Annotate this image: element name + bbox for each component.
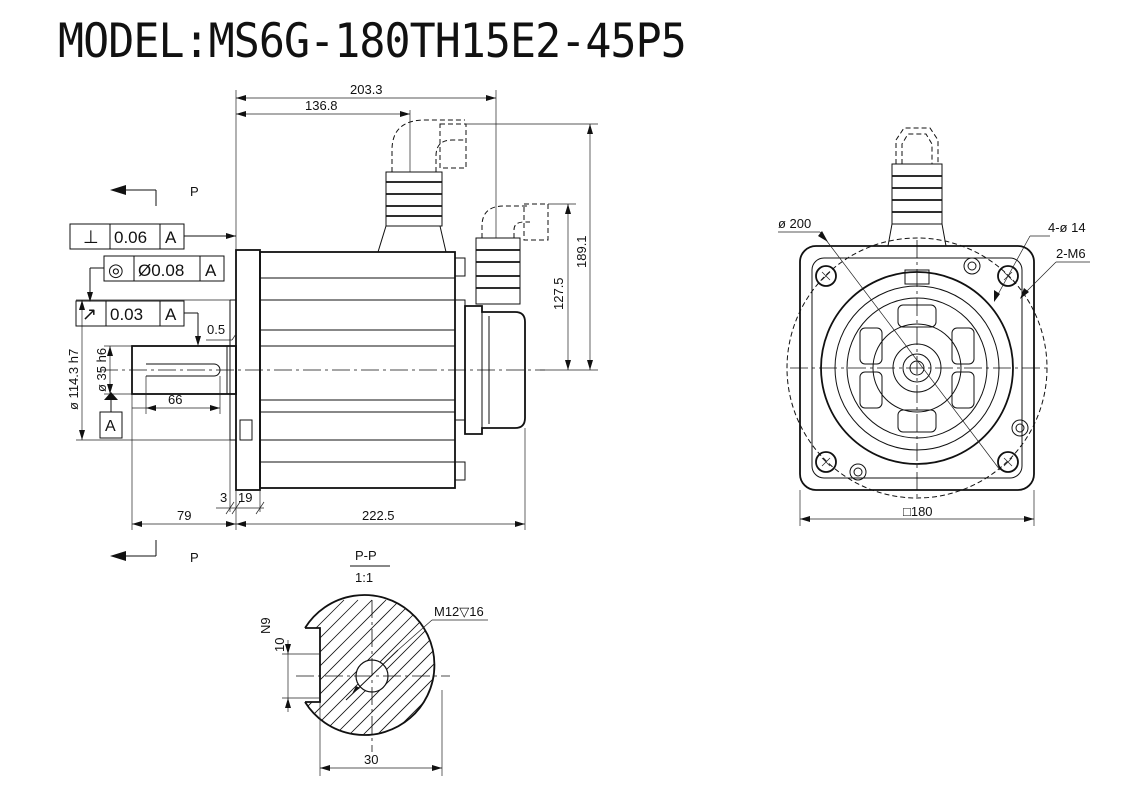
dim-3-19: 3 19 — [216, 440, 265, 515]
encoder-connector-body — [475, 237, 521, 305]
shaft-section-outline — [304, 594, 436, 736]
dim-189-1-label: 189.1 — [574, 235, 589, 268]
pcd-circle — [786, 237, 1048, 499]
dim-66: 66 — [132, 376, 221, 414]
section-mark-top: P — [190, 184, 199, 199]
dim-30: 30 — [319, 690, 443, 776]
runout-symbol: ↗ — [82, 304, 97, 324]
dim-189-1: 189.1 — [466, 123, 598, 371]
top-lug — [904, 269, 930, 285]
dim-79-label: 79 — [177, 508, 191, 523]
dim-4-14-label: 4-ø 14 — [1048, 220, 1086, 235]
runout-value: 0.03 — [110, 305, 143, 324]
dim-35-label: ø 35 h6 — [94, 348, 109, 392]
encoder-housing — [464, 305, 526, 435]
dim-127-5-label: 127.5 — [551, 277, 566, 310]
model-title: MODEL:MS6G-180TH15E2-45P5 — [58, 14, 687, 69]
dim-2-m6: 2-M6 — [1020, 246, 1090, 299]
dim-19-label: 19 — [238, 490, 252, 505]
section-view: P-P 1:1 — [258, 548, 488, 776]
concentricity-value: Ø0.08 — [138, 261, 184, 280]
section-scale: 1:1 — [355, 570, 373, 585]
shaft — [131, 345, 237, 395]
dim-203-3-label: 203.3 — [350, 82, 383, 97]
front-connector — [887, 127, 947, 247]
inner-slots — [859, 304, 975, 433]
perpendicularity-value: 0.06 — [114, 228, 147, 247]
motor-body — [259, 251, 466, 489]
dim-79-222-5: 79 222.5 — [131, 394, 526, 530]
concentricity-symbol: ◎ — [108, 260, 124, 280]
front-view: ø 200 4-ø 14 2-M6 □180 — [778, 127, 1090, 526]
dim-3-label: 3 — [220, 490, 227, 505]
dim-30-label: 30 — [364, 752, 378, 767]
front-flange-square — [799, 245, 1035, 491]
encoder-outline — [464, 305, 526, 435]
perpendicularity-datum: A — [165, 228, 177, 247]
dim-35: ø 35 h6 — [94, 345, 132, 395]
dim-114-3-label: ø 114.3 h7 — [66, 349, 81, 410]
mounting-holes — [815, 257, 1029, 481]
tolerance-runout: ↗ 0.03 A — [75, 300, 201, 346]
shaft-keyway — [146, 363, 221, 377]
datum-a-label: A — [105, 418, 116, 435]
dim-m12-label: M12▽16 — [434, 604, 484, 619]
section-arrow-top: P — [110, 184, 199, 206]
dim-222-5-label: 222.5 — [362, 508, 395, 523]
dim-180-label: □180 — [903, 504, 933, 519]
dim-127-5: 127.5 — [548, 203, 576, 370]
dim-203-3: 203.3 — [235, 82, 497, 250]
perpendicularity-symbol: ⊥ — [83, 227, 99, 247]
dim-180: □180 — [799, 490, 1035, 526]
side-view: 203.3 136.8 189.1 127.5 — [66, 82, 598, 565]
encoder-connector — [475, 203, 549, 305]
dim-200: ø 200 — [778, 216, 1001, 471]
dim-10-n9: N9 10 — [258, 617, 320, 712]
dim-114-3: ø 114.3 h7 — [66, 299, 230, 441]
dim-0-5: 0.5 — [206, 322, 237, 341]
section-label: P-P — [355, 548, 377, 563]
dim-10-label: 10 — [272, 638, 287, 652]
pilot-circle — [820, 271, 1014, 465]
dim-66-label: 66 — [168, 392, 182, 407]
concentricity-datum: A — [205, 261, 217, 280]
dim-136-8-label: 136.8 — [305, 98, 338, 113]
datum-a: A — [99, 392, 123, 439]
section-arrow-bottom: P — [110, 540, 199, 565]
tolerance-perpendicularity: ⊥ 0.06 A — [69, 223, 236, 250]
dim-136-8: 136.8 — [236, 98, 411, 172]
power-connector-body — [385, 171, 443, 227]
power-connector — [377, 119, 467, 253]
dim-n9-label: N9 — [258, 617, 273, 634]
dim-m12: M12▽16 — [397, 604, 488, 651]
section-mark-bottom: P — [190, 550, 199, 565]
tolerance-concentricity: ◎ Ø0.08 A — [87, 255, 225, 302]
dim-0-5-label: 0.5 — [207, 322, 225, 337]
dim-200-label: ø 200 — [778, 216, 811, 231]
runout-datum: A — [165, 305, 177, 324]
dim-2-m6-label: 2-M6 — [1056, 246, 1086, 261]
flange-tab — [239, 419, 253, 441]
dim-4-14: 4-ø 14 — [994, 220, 1086, 302]
